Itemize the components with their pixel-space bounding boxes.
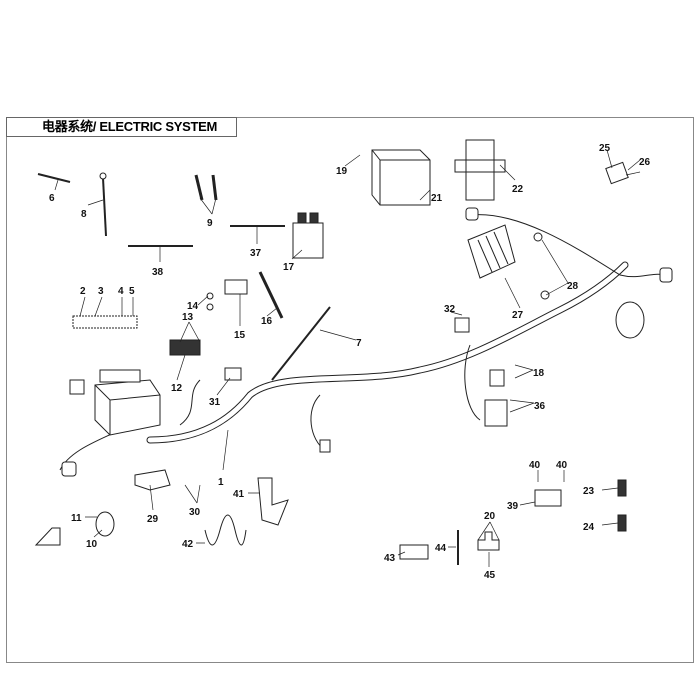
callout-1: 1 — [218, 477, 224, 488]
switch-23 — [617, 479, 627, 497]
cable-tie-long — [102, 177, 107, 237]
callout-3: 3 — [98, 286, 104, 297]
callout-30: 30 — [189, 507, 201, 518]
callout-45: 45 — [484, 570, 496, 581]
callout-7: 7 — [356, 338, 362, 349]
voltage-regulator — [467, 224, 516, 279]
ecu-12 — [169, 339, 201, 356]
leader-lines — [54, 149, 641, 567]
callout-42: 42 — [182, 539, 194, 550]
relay-43 — [399, 544, 429, 560]
callout-22: 22 — [512, 184, 524, 195]
callout-19: 19 — [336, 166, 348, 177]
connector — [659, 267, 673, 283]
clamp — [194, 174, 204, 201]
callout-16: 16 — [261, 316, 273, 327]
callout-21: 21 — [431, 193, 443, 204]
sensor-25-26 — [605, 161, 641, 185]
spark-plug-cap — [258, 271, 284, 319]
connector — [454, 317, 470, 333]
battery — [371, 149, 431, 206]
callout-36: 36 — [534, 401, 546, 412]
diagram-frame — [6, 117, 694, 663]
callout-28: 28 — [567, 281, 579, 292]
callout-31: 31 — [209, 397, 221, 408]
bracket-29 — [134, 469, 171, 491]
cable-tie-7 — [271, 306, 331, 381]
connector — [69, 379, 85, 395]
callout-44: 44 — [435, 543, 447, 554]
callout-23: 23 — [583, 486, 595, 497]
callout-12: 12 — [171, 383, 183, 394]
callout-13: 13 — [182, 312, 194, 323]
connector — [465, 207, 479, 221]
callout-labels: 1 2 3 4 5 6 7 8 9 10 11 12 13 14 15 16 1… — [49, 143, 651, 581]
horn — [95, 511, 115, 537]
bracket-45 — [477, 531, 500, 551]
diagram-title: 电器系统/ ELECTRIC SYSTEM — [6, 117, 237, 137]
callout-6: 6 — [49, 193, 55, 204]
battery-holder — [454, 139, 506, 201]
callout-32: 32 — [444, 304, 456, 315]
callout-5: 5 — [129, 286, 135, 297]
callout-10: 10 — [86, 539, 98, 550]
callout-43: 43 — [384, 553, 396, 564]
label-plate — [34, 527, 61, 546]
relay-36 — [484, 399, 508, 427]
callout-37: 37 — [250, 248, 262, 259]
bracket-41 — [257, 477, 289, 526]
fuse-set — [72, 315, 138, 329]
callout-38: 38 — [152, 267, 164, 278]
connector — [489, 369, 505, 387]
switch-24 — [617, 514, 627, 532]
callout-41: 41 — [233, 489, 245, 500]
fuse-box — [94, 379, 161, 436]
callout-24: 24 — [583, 522, 595, 533]
callout-4: 4 — [118, 286, 124, 297]
callout-15: 15 — [234, 330, 246, 341]
clamp — [211, 174, 218, 201]
callout-39: 39 — [507, 501, 519, 512]
bolt — [533, 232, 543, 242]
callout-11: 11 — [71, 513, 82, 524]
callout-20: 20 — [484, 511, 496, 522]
callout-18: 18 — [533, 368, 545, 379]
bolt — [540, 290, 550, 300]
starter-relay — [292, 212, 324, 259]
module-39 — [534, 489, 562, 507]
main-wiring-harness — [59, 207, 673, 477]
callout-40a: 40 — [529, 460, 541, 471]
connector — [61, 461, 77, 477]
callout-40b: 40 — [556, 460, 568, 471]
harness-cap — [615, 301, 645, 339]
callout-29: 29 — [147, 514, 159, 525]
relay-block — [99, 369, 141, 383]
callout-25: 25 — [599, 143, 611, 154]
spring-wire — [204, 514, 247, 546]
callout-9: 9 — [207, 218, 213, 229]
connector — [319, 439, 331, 453]
callout-8: 8 — [81, 209, 87, 220]
callout-26: 26 — [639, 157, 651, 168]
cable-tie — [37, 173, 71, 183]
callout-17: 17 — [283, 262, 295, 273]
connector-31 — [224, 367, 242, 381]
callout-27: 27 — [512, 310, 524, 321]
callout-2: 2 — [80, 286, 86, 297]
callout-14: 14 — [187, 301, 199, 312]
sensor-15 — [224, 279, 248, 295]
